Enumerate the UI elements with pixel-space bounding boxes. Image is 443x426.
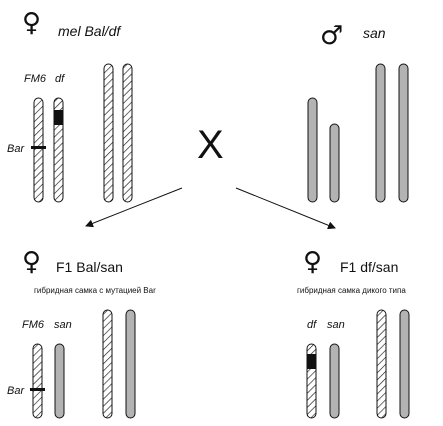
- female-symbol: ♀: [22, 8, 41, 38]
- f1-right-label-san: san: [327, 319, 345, 331]
- bar-label: Bar: [7, 143, 25, 155]
- male-symbol: ♂: [320, 21, 343, 51]
- autosome-2: [122, 63, 133, 203]
- offspring-bal-san: ♀ F1 Bal/san гибридная самка с мутацией …: [7, 247, 156, 419]
- f1-left-san-chromosome: [54, 343, 65, 419]
- san-autosome-2: [398, 63, 409, 203]
- female-genotype: mel Bal/df: [58, 23, 122, 39]
- arrow-right: [235, 187, 336, 230]
- f1-right-female-symbol: ♀: [303, 247, 322, 277]
- offspring-df-san: ♀ F1 df/san гибридная самка дикого типа …: [297, 247, 410, 419]
- male-parent: ♂ san: [307, 21, 409, 203]
- cross-symbol: X: [197, 123, 224, 167]
- f1-left-fm6-chromosome: [32, 343, 43, 419]
- f1-right-san-chromosome: [329, 343, 340, 419]
- f1-left-caption: гибридная самка с мутацией Bar: [34, 286, 156, 295]
- f1-right-title: F1 df/san: [340, 259, 398, 275]
- autosome-1: [103, 63, 114, 203]
- arrow-left: [85, 187, 183, 228]
- female-parent: ♀ mel Bal/df FM6 df Bar: [7, 8, 133, 203]
- f1-left-label-san: san: [54, 319, 72, 331]
- f1-right-autosome-2: [399, 309, 410, 419]
- chrom-label-fm6: FM6: [24, 73, 47, 85]
- f1-left-label-fm6: FM6: [22, 319, 45, 331]
- san-autosome-1: [375, 63, 386, 203]
- male-genotype: san: [363, 25, 386, 41]
- f1-right-label-df: df: [307, 319, 317, 331]
- bar-marker: [31, 146, 46, 149]
- f1-left-autosome-1: [102, 309, 113, 419]
- f1-right-caption: гибридная самка дикого типа: [297, 286, 406, 295]
- fm6-chromosome: [33, 97, 44, 203]
- f1-left-female-symbol: ♀: [22, 247, 41, 277]
- f1-left-title: F1 Bal/san: [56, 259, 123, 275]
- f1-right-autosome-1: [376, 309, 387, 419]
- chrom-label-df: df: [55, 73, 65, 85]
- f1-left-bar-marker: [30, 388, 45, 391]
- san-x-chromosome: [307, 97, 318, 203]
- deletion-block: [54, 110, 63, 125]
- san-y-chromosome: [329, 123, 340, 203]
- f1-right-deletion-block: [307, 354, 316, 369]
- f1-left-autosome-2: [125, 309, 136, 419]
- f1-left-bar-label: Bar: [7, 385, 25, 397]
